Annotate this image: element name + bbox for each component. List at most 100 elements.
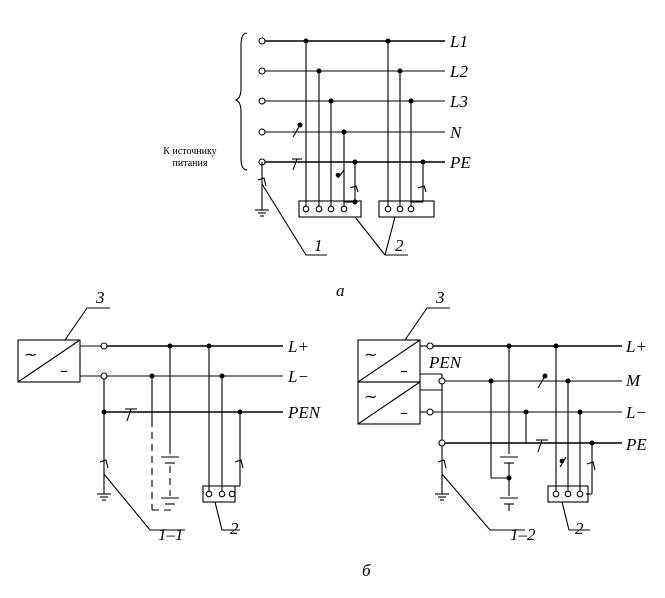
dc-source-2-diagonal [357,381,421,425]
eqb2-pin-2 [564,490,572,498]
eqb2-node-minus [577,409,583,415]
caption-a: а [336,281,345,300]
callout-2-right-leader [561,501,590,531]
bus-l2-label: L2 [449,62,468,81]
callout-1-2-leader [441,473,525,531]
eq1-pe-break [349,185,359,193]
eqb2-node-pe [589,440,595,446]
eqb1-pin-1 [205,490,213,498]
bus-l3-label: L3 [449,92,468,111]
eqb1-node-minus [219,373,225,379]
pe-r-marker-stem [537,439,543,453]
eqb1-node-plus [206,343,212,349]
dc-symbol-1: – [400,361,408,380]
eq1-node-l2 [316,68,322,74]
bus-r-lplus-label: L+ [625,337,647,356]
eq1-pin-3 [327,205,335,213]
eq1-node-n [341,129,347,135]
eqb2-pin-1 [552,490,560,498]
bus-pen-label: PEN [287,403,322,422]
source-label-line1: К источнику [163,146,216,157]
ac-symbol-2: ~ [364,387,377,406]
equipment-1-box [298,200,362,218]
callout-1-2-label: 1–2 [510,525,536,544]
eqb1-pen-break [234,459,244,469]
bat-node-m [488,378,494,384]
terminal-r-lminus [426,408,434,416]
cap-node-plus [167,343,173,349]
dc-source-box-2 [357,381,421,425]
pe-marker-stem [292,158,298,171]
eqb2-pin-3 [576,490,584,498]
eq1-pin-4 [340,205,348,213]
ac-symbol: ~ [24,345,37,364]
bus-l1-label: L1 [449,32,468,51]
equipment-b2-box [547,485,589,503]
callout-2-left-label: 2 [230,519,239,538]
bus-r-pe-label: PE [625,435,647,454]
ground-break-b1 [99,459,109,469]
callout-2-left-leader [214,501,240,531]
dc-symbol-2: – [400,403,408,422]
eq2-node-l2 [397,68,403,74]
ground-break-b2 [437,459,447,469]
callout-1-leader [261,183,327,256]
eq2-pe-break [417,185,427,193]
m-marker-dot [542,373,548,379]
callout-1-label: 1 [314,236,323,255]
dc-symbol: – [60,361,68,380]
bus-r-m-label: M [625,371,641,390]
bus-pe-label: PE [449,153,471,172]
callout-1-1-leader [103,473,185,531]
eq2-pin-2 [396,205,404,213]
terminal-r-lplus [426,342,434,350]
eq1-node-l1 [303,38,309,44]
eqb2-node-m [565,378,571,384]
dc-source-box [17,339,81,383]
ac-symbol-1: ~ [364,345,377,364]
terminal-n [258,128,266,136]
eqb1-node-pen [237,409,243,415]
eq1-n-marker-dot [335,172,341,178]
terminal-r-pe [438,439,446,447]
eqb2-pe-break [586,461,596,471]
diagram-a: К источнику питания L1 L2 L3 N PE [163,32,471,300]
eq1-node-link [352,199,358,205]
callout-2-right-label: 2 [575,519,584,538]
terminal-lminus [100,372,108,380]
dc-source-1-diagonal [357,339,421,383]
pen-label: PEN [428,353,463,372]
source-label-line2: питания [173,158,208,169]
terminal-l1 [258,37,266,45]
eq2-pin-3 [407,205,415,213]
callout-3-left-label: 3 [95,288,105,307]
ground-break-mark [257,177,267,187]
eqb2-node-plus [553,343,559,349]
terminal-lplus [100,342,108,350]
dc-source-diagonal [17,339,81,383]
callout-3-right-leader [404,307,450,341]
eqb1-pin-2 [218,490,226,498]
cap-node-minus [149,373,155,379]
eq1-node-l3 [328,98,334,104]
bus-n-label: N [449,123,463,142]
bus-lminus-label: L− [287,367,309,386]
eq2-node-l1 [385,38,391,44]
eq1-pin-2 [315,205,323,213]
pen-marker-stem [126,408,132,422]
callout-2-label: 2 [395,236,404,255]
bus-lplus-label: L+ [287,337,309,356]
eq2-node-pe [420,159,426,165]
eq1-node-pe [352,159,358,165]
caption-b: б [362,561,371,580]
diagram-b-right: ~ – ~ – PEN L+ M L− PE [357,288,647,544]
callout-1-1-label: 1–1 [158,525,184,544]
bat-node-plus [506,343,512,349]
callout-2-leader [354,216,408,256]
equipment-2-box [378,200,435,218]
n-marker-dot [297,122,303,128]
terminal-l2 [258,67,266,75]
eq1-pin-1 [302,205,310,213]
terminal-r-m [438,377,446,385]
